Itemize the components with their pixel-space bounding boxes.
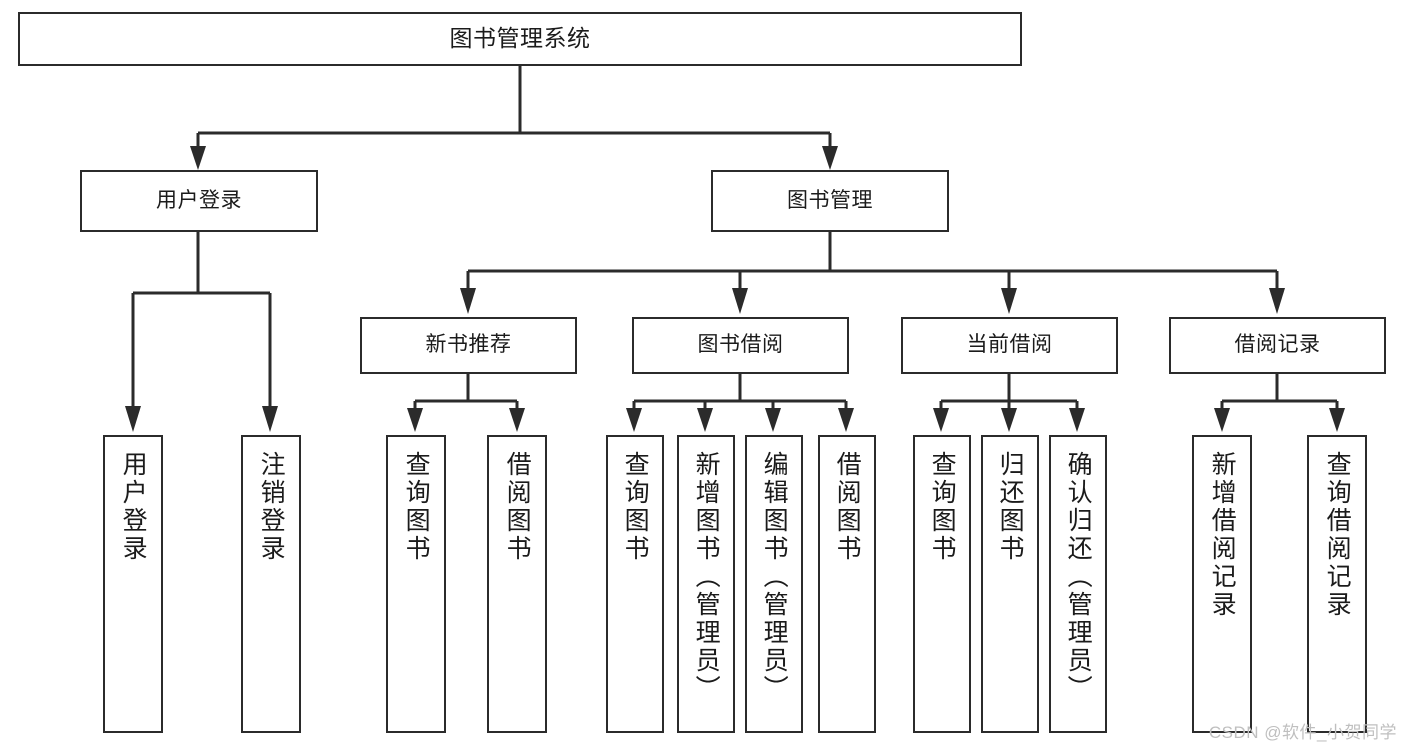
node-label: 借阅记录 <box>1234 333 1321 357</box>
leaf-user-login[interactable]: 用户登录 <box>103 435 163 733</box>
node-label: 查询借阅记录 <box>1323 451 1352 619</box>
node-borrow-record[interactable]: 借阅记录 <box>1169 317 1386 374</box>
leaf-borrow-edit-book-admin[interactable]: 编辑图书（管理员） <box>745 435 803 733</box>
node-label: 图书管理 <box>787 188 873 212</box>
node-label: 归还图书 <box>996 451 1025 563</box>
node-label: 注销登录 <box>257 451 286 563</box>
leaf-recommend-query-book[interactable]: 查询图书 <box>386 435 446 733</box>
node-user-login[interactable]: 用户登录 <box>80 170 318 232</box>
node-new-book-recommend[interactable]: 新书推荐 <box>360 317 577 374</box>
leaf-current-return-book[interactable]: 归还图书 <box>981 435 1039 733</box>
leaf-borrow-borrow-book[interactable]: 借阅图书 <box>818 435 876 733</box>
node-label: 借阅图书 <box>833 451 862 563</box>
node-label: 图书借阅 <box>697 333 784 357</box>
node-label: 确认归还（管理员） <box>1064 451 1093 703</box>
leaf-borrow-add-book-admin[interactable]: 新增图书（管理员） <box>677 435 735 733</box>
node-current-borrow[interactable]: 当前借阅 <box>901 317 1118 374</box>
node-label: 借阅图书 <box>503 451 532 563</box>
node-label: 新增借阅记录 <box>1208 451 1237 619</box>
leaf-current-query-book[interactable]: 查询图书 <box>913 435 971 733</box>
leaf-logout[interactable]: 注销登录 <box>241 435 301 733</box>
node-label: 图书管理系统 <box>449 25 591 52</box>
leaf-recommend-borrow-book[interactable]: 借阅图书 <box>487 435 547 733</box>
node-label: 用户登录 <box>119 451 148 563</box>
leaf-current-confirm-return-admin[interactable]: 确认归还（管理员） <box>1049 435 1107 733</box>
node-label: 新书推荐 <box>425 333 512 357</box>
node-label: 编辑图书（管理员） <box>760 451 789 703</box>
leaf-borrow-query-book[interactable]: 查询图书 <box>606 435 664 733</box>
watermark: CSDN @软件_小贺同学 <box>1208 723 1397 742</box>
node-label: 用户登录 <box>156 188 242 212</box>
node-label: 查询图书 <box>928 451 957 563</box>
node-book-management[interactable]: 图书管理 <box>711 170 949 232</box>
node-label: 新增图书（管理员） <box>692 451 721 703</box>
node-root-book-management-system[interactable]: 图书管理系统 <box>18 12 1022 66</box>
node-book-borrow[interactable]: 图书借阅 <box>632 317 849 374</box>
leaf-record-add-borrow-record[interactable]: 新增借阅记录 <box>1192 435 1252 733</box>
leaf-record-query-borrow-record[interactable]: 查询借阅记录 <box>1307 435 1367 733</box>
node-label: 查询图书 <box>402 451 431 563</box>
node-label: 当前借阅 <box>966 333 1053 357</box>
node-label: 查询图书 <box>621 451 650 563</box>
